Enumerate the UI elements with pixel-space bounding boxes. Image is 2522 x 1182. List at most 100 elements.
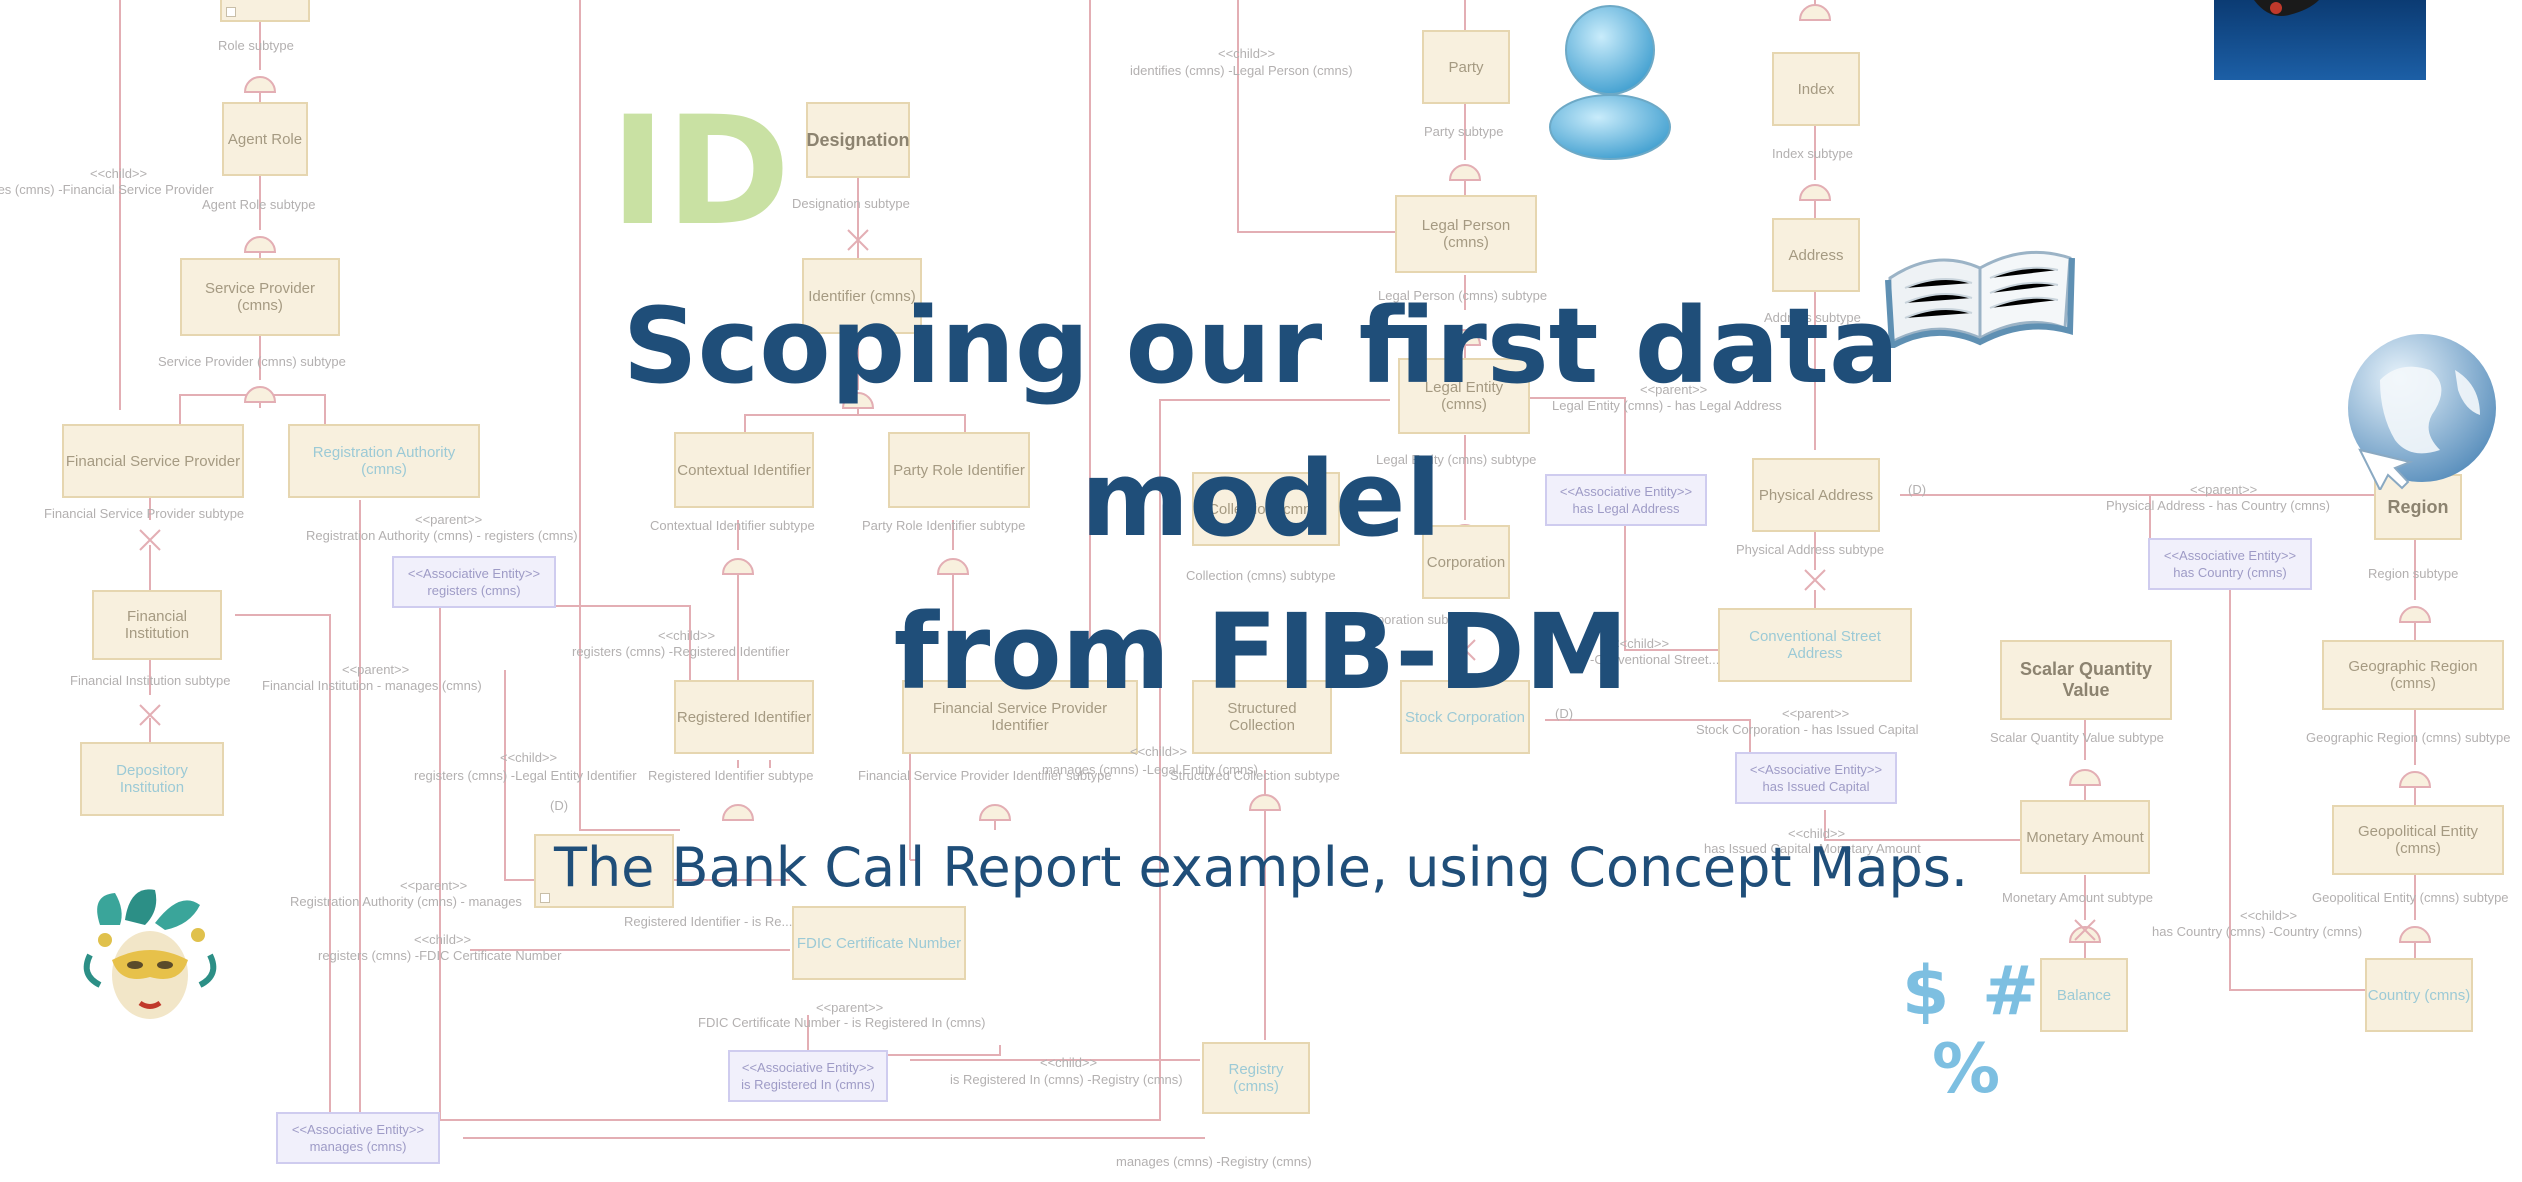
diagram-label: <<parent>> <box>1782 706 1850 721</box>
diagram-label: Designation subtype <box>792 196 910 211</box>
diagram-node-physical-address: Physical Address <box>1752 458 1880 532</box>
diagram-node-party-role-identifier: Party Role Identifier <box>888 432 1030 508</box>
diagram-node-fdic-certificate-number: FDIC Certificate Number <box>792 906 966 980</box>
slide-title-line-1: Scoping our first data <box>622 285 1900 407</box>
diagram-label: Registered Identifier subtype <box>648 768 814 783</box>
diagram-label: FDIC Certificate Number - is Registered … <box>698 1015 986 1030</box>
diagram-label: Agent Role subtype <box>202 197 316 212</box>
diagram-label: Party subtype <box>1424 124 1504 139</box>
diagram-label: Collection (cmns) subtype <box>1186 568 1336 583</box>
diagram-label: Financial Institution subtype <box>70 673 231 688</box>
diagram-label: <<parent>> <box>2190 482 2258 497</box>
assoc-name: manages (cmns) <box>309 1139 407 1154</box>
diagram-label: Role subtype <box>218 38 294 53</box>
diagram-label: <<parent>> <box>816 1000 884 1015</box>
diagram-label: Financial Service Provider Identifier su… <box>858 768 1112 783</box>
diagram-node-geopolitical-entity: Geopolitical Entity (cmns) <box>2332 805 2504 875</box>
diagram-label: Financial Institution - manages (cmns) <box>262 678 482 693</box>
diagram-node-agent-role: Agent Role <box>222 102 308 176</box>
diagram-label: Legal Person (cmns) subtype <box>1378 288 1548 303</box>
diagram-label: <<child>> <box>90 166 148 181</box>
diagram-node-collection: Collection (cmns) <box>1192 472 1340 546</box>
diagram-node-scalar-quantity-value: Scalar Quantity Value <box>2000 640 2172 720</box>
slide-subtitle: The Bank Call Report example, using Conc… <box>553 836 1969 899</box>
diagram-node-financial-institution: Financial Institution <box>92 590 222 660</box>
assoc-name: has Issued Capital <box>1762 779 1870 794</box>
diagram-node-depository-institution: Depository Institution <box>80 742 224 816</box>
diagram-node-identifier: Identifier (cmns) <box>802 258 922 334</box>
associative-entity-manages: <<Associative Entity>>manages (cmns) <box>276 1112 440 1164</box>
associative-entity-has-issued-capital: <<Associative Entity>> has Issued Capital <box>1735 752 1897 804</box>
diagram-label: Address subtype <box>1764 310 1861 325</box>
assoc-stereotype: <<Associative Entity>> <box>741 1060 875 1075</box>
diagram-label: <<parent>> <box>342 662 410 677</box>
assoc-stereotype: <<Associative Entity>> <box>1749 762 1883 777</box>
diagram-label: Service Provider (cmns) subtype <box>158 354 346 369</box>
diagram-node-monetary-amount: Monetary Amount <box>2020 800 2150 874</box>
hash-symbol: # <box>1982 952 2039 1031</box>
diagram-node-legal-entity: Legal Entity (cmns) <box>1398 358 1530 434</box>
diagram-node-country: Country (cmns) <box>2365 958 2473 1032</box>
diagram-node-region: Region <box>2374 474 2462 540</box>
diagram-node-corporation: Corporation <box>1422 525 1510 599</box>
diagram-label: Party Role Identifier subtype <box>862 518 1026 533</box>
diagram-label: <<child>> <box>2240 908 2298 923</box>
open-book-icon <box>1885 250 2075 348</box>
diagram-label: Scalar Quantity Value subtype <box>1990 730 2164 745</box>
diagram-label: (D) <box>1908 482 1927 497</box>
photo-thumbnail <box>2214 0 2426 80</box>
diagram-label: Legal Entity (cmns) subtype <box>1376 452 1537 467</box>
diagram-label: Region subtype <box>2368 566 2459 581</box>
diagram-label: Corporation subtype <box>1356 612 1474 627</box>
diagram-label: <<parent>> <box>1640 382 1708 397</box>
diagram-node-role <box>220 0 310 22</box>
diagram-label: <<child>> <box>1612 636 1670 651</box>
slide-title-line-3: from FIB-DM <box>893 591 1629 713</box>
diagram-label: registers (cmns) -FDIC Certificate Numbe… <box>318 948 562 963</box>
globe-icon <box>2348 334 2496 490</box>
diagram-label: <<child>> <box>1218 46 1276 61</box>
diagram-label: identifies (cmns) -Legal Person (cmns) <box>1130 63 1353 78</box>
diagram-label: <<child>> <box>658 628 716 643</box>
diagram-label: Physical Address - has Country (cmns) <box>2106 498 2330 513</box>
diagram-label: manages (cmns) -Registry (cmns) <box>1116 1154 1312 1169</box>
diagram-label: <<child>> <box>414 932 472 947</box>
diagram-label: Stock Corporation - has Issued Capital <box>1696 722 1919 737</box>
dollar-symbol: $ <box>1902 952 1950 1031</box>
diagram-label: has Issued Capital -Monetary Amount <box>1704 841 1921 856</box>
diagram-label: Registration Authority (cmns) - register… <box>306 528 578 543</box>
diagram-node-financial-service-provider: Financial Service Provider <box>62 424 244 498</box>
diagram-node-fsp-identifier: Financial Service Provider Identifier <box>902 680 1138 754</box>
diagram-node-registration-authority: Registration Authority (cmns) <box>288 424 480 498</box>
diagram-node-registry: Registry (cmns) <box>1202 1042 1310 1114</box>
diagram-label: <<parent>> <box>415 512 483 527</box>
diagram-label: Physical Address subtype <box>1736 542 1885 557</box>
diagram-node-conventional-street-address: Conventional Street Address <box>1718 608 1912 682</box>
diagram-node-registered-identifier: Registered Identifier <box>674 680 814 754</box>
person-icon <box>1549 5 1671 160</box>
assoc-name: registers (cmns) <box>427 583 521 598</box>
assoc-stereotype: <<Associative Entity>> <box>407 566 541 581</box>
percent-symbol: % <box>1932 1030 2001 1109</box>
diagram-node-legal-entity-identifier <box>534 834 674 908</box>
assoc-name: has Legal Address <box>1572 501 1680 516</box>
assoc-name: has Country (cmns) <box>2173 565 2287 580</box>
id-logo: ID <box>610 85 791 259</box>
associative-entity-has-legal-address: <<Associative Entity>>has Legal Address <box>1545 474 1707 526</box>
diagram-label: <<parent>> <box>400 878 468 893</box>
diagram-label: Geographic Region (cmns) subtype <box>2306 730 2511 745</box>
assoc-name: is Registered In (cmns) <box>741 1077 875 1092</box>
diagram-label: Registration Authority (cmns) - manages <box>290 894 522 909</box>
diagram-node-contextual-identifier: Contextual Identifier <box>674 432 814 508</box>
associative-entity-registers: <<Associative Entity>> registers (cmns) <box>392 556 556 608</box>
diagram-label: Legal Entity (cmns) - has Legal Address <box>1552 398 1782 413</box>
diagram-label: Contextual Identifier subtype <box>650 518 815 533</box>
assoc-stereotype: <<Associative Entity>> <box>2163 548 2297 563</box>
diagram-label: manages (cmns) -Legal Entity (cmns) <box>1042 762 1259 777</box>
diagram-label: <<child>> <box>1788 826 1846 841</box>
diagram-node-stock-corporation: Stock Corporation <box>1400 680 1530 754</box>
diver-silhouette-icon <box>2254 0 2319 16</box>
diagram-node-balance: Balance <box>2040 958 2128 1032</box>
diagram-node-party: Party <box>1422 30 1510 104</box>
diagram-node-geographic-region: Geographic Region (cmns) <box>2322 640 2504 710</box>
